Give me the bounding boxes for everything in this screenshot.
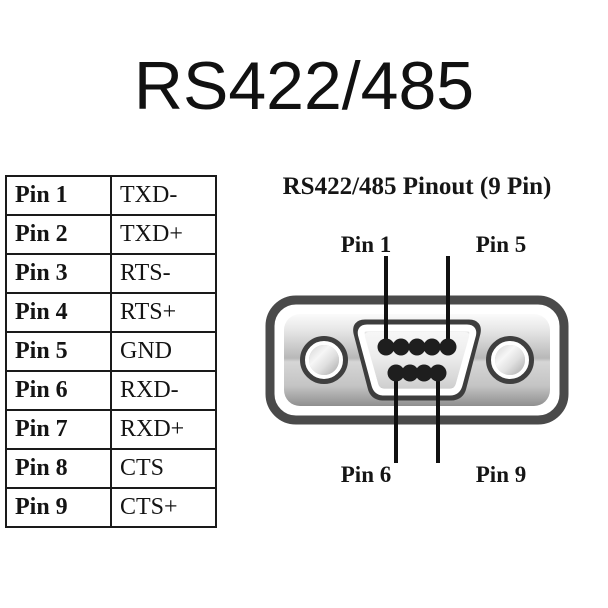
pin-signal-cell: RTS+ [110, 292, 217, 333]
pin-callout-label-6: Pin 6 [340, 462, 392, 487]
shell-outer-outline [265, 295, 569, 425]
cavity-outline [353, 319, 481, 401]
pin-signal-cell: RTS- [110, 253, 217, 294]
pin-signal-cell: CTS [110, 448, 217, 489]
screw-hole-right [486, 336, 534, 384]
pin-holes-top-row [377, 338, 457, 356]
table-row: Pin 3 RTS- [5, 253, 217, 294]
pin-signal-cell: GND [110, 331, 217, 372]
pin-hole-4 [423, 338, 441, 356]
pin-number-cell: Pin 1 [5, 175, 112, 216]
pin-hole-2 [392, 338, 410, 356]
pin-number-cell: Pin 2 [5, 214, 112, 255]
pin-number-cell: Pin 6 [5, 370, 112, 411]
pin-hole-8 [415, 364, 433, 382]
cavity-highlight [357, 324, 477, 396]
pin-signal-cell: RXD- [110, 370, 217, 411]
pin-signal-cell: TXD- [110, 175, 217, 216]
pin-number-cell: Pin 5 [5, 331, 112, 372]
pin-hole-6 [387, 364, 405, 382]
page-title: RS422/485 [133, 48, 475, 124]
pin-callout-label-9: Pin 9 [475, 462, 527, 487]
pin-signal-cell: CTS+ [110, 487, 217, 528]
table-row: Pin 4 RTS+ [5, 292, 217, 333]
pin-callout-label-5: Pin 5 [475, 232, 527, 257]
pin-assignment-table: Pin 1 TXD- Pin 2 TXD+ Pin 3 RTS- Pin 4 R… [5, 175, 217, 528]
pin-number-cell: Pin 9 [5, 487, 112, 528]
pin-signal-cell: TXD+ [110, 214, 217, 255]
pin-hole-5 [439, 338, 457, 356]
pin-callout-label-1: Pin 1 [340, 232, 392, 257]
pin-cavity [353, 319, 481, 401]
pin-number-cell: Pin 4 [5, 292, 112, 333]
table-row: Pin 1 TXD- [5, 175, 217, 216]
table-row: Pin 9 CTS+ [5, 487, 217, 528]
pin-hole-3 [408, 338, 426, 356]
pin-signal-cell: RXD+ [110, 409, 217, 450]
pin-hole-1 [377, 338, 395, 356]
de9-connector-graphic [265, 256, 569, 463]
pin-number-cell: Pin 3 [5, 253, 112, 294]
screw-hole-left [300, 336, 348, 384]
callout-leader-lines [384, 256, 450, 463]
pin-number-cell: Pin 7 [5, 409, 112, 450]
table-row: Pin 7 RXD+ [5, 409, 217, 450]
pin-number-cell: Pin 8 [5, 448, 112, 489]
table-row: Pin 2 TXD+ [5, 214, 217, 255]
connector-diagram: Pin 1 Pin 5 Pin 6 Pin 9 [226, 210, 608, 510]
pin-hole-9 [429, 364, 447, 382]
shell-inner-highlight [276, 306, 558, 414]
pin-holes-bottom-row [387, 364, 447, 382]
table-row: Pin 5 GND [5, 331, 217, 372]
table-row: Pin 6 RXD- [5, 370, 217, 411]
pinout-heading: RS422/485 Pinout (9 Pin) [282, 173, 552, 200]
pin-hole-7 [401, 364, 419, 382]
table-row: Pin 8 CTS [5, 448, 217, 489]
